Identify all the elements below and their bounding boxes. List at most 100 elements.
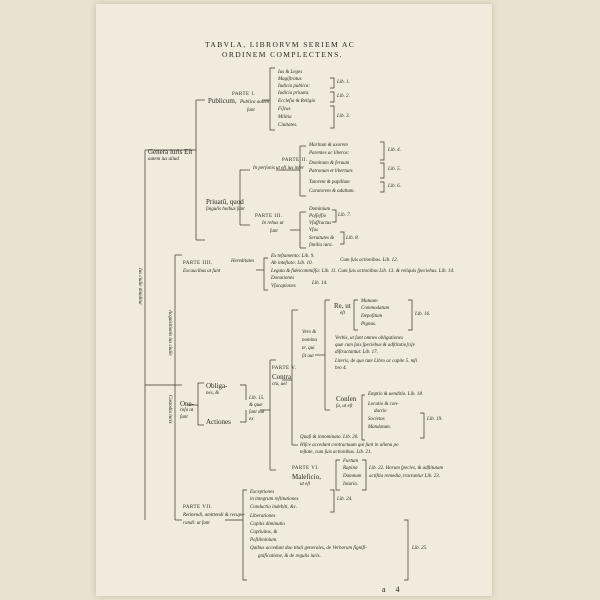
pars-7-item-5: Captiuitas, &: [250, 530, 278, 535]
folio-signature: a 4: [382, 585, 404, 594]
innominato-line-2: Hiſce accedunt contractuum qui ſunt in a…: [300, 443, 399, 448]
vertical-acquisitio: Acquisitionis ius ciuile: [167, 310, 172, 356]
pars-1-item-4: Eccleſia & Religio: [278, 99, 316, 104]
pars-4-item-0: Ex teſtamento: Lib. 9.: [271, 254, 315, 259]
pars-2-lib-6: Lib. 6.: [388, 184, 401, 189]
pars-3-item-0: Dominium: [309, 207, 331, 212]
pars-1-label: PARTE I.: [232, 92, 256, 97]
pars-7-lib-24: Lib. 24.: [337, 497, 353, 502]
pars-7-item-8: gnificatione, & de regulis iuris.: [258, 554, 321, 559]
pars-7-item-3: Liberationes: [250, 514, 276, 519]
pars-7-item-2: Conductio indebiti, &c.: [250, 505, 298, 510]
vertical-custodia: Custodia iuris: [167, 395, 172, 424]
maleficio-item-0: Furtum: [343, 459, 358, 464]
pars-7-label: PARTE VII.: [183, 505, 213, 510]
pars-4-item-2: Legata & fideicommiſſa: Lib. 11. Cum ſui…: [271, 269, 455, 274]
pars-3-item-5: ſimilia iura.: [309, 243, 333, 248]
pars-2-item-1: Parentes ac liberos:: [309, 151, 350, 156]
pars-7-retinendi-line-2: randi: ut ſunt: [183, 521, 210, 526]
consensu-line-2: ſu, ut eſt: [336, 404, 353, 409]
pars-1-item-3: Iudicia priuata.: [278, 91, 310, 96]
vero-line-3: te, qui: [302, 346, 315, 351]
pars-4-item-4: Vſucapiones: [271, 284, 296, 289]
consensu-line-1: Conſen: [336, 395, 357, 403]
onerosa-line-1: One-: [180, 400, 194, 408]
verbis-line-2: quæ cum ſuis ſpeciebus & adſtitutio[n]e: [335, 343, 415, 348]
maleficio-item-2: Damnum: [343, 474, 362, 479]
maleficio-item-1: Rapina: [343, 466, 358, 471]
literis-line-1: Literis, de quo tute Libro ac capite 5. …: [335, 359, 418, 364]
lib-16: Lib. 16.: [415, 312, 431, 317]
lib-22-line-1: Lib. 22. Horum ſpecies, & adſtitutam: [369, 466, 444, 471]
pars-4-lib-vsucap: Lib. 14.: [312, 281, 328, 286]
pars-3-lib-7: Lib. 7.: [338, 213, 351, 218]
pars-3-line-1: In rebus ut: [262, 221, 284, 226]
pars-4-text: Excaucibus ut ſunt: [183, 269, 221, 274]
pars-4-label: PARTE IIII.: [183, 261, 213, 266]
pars-7-lib-25: Lib. 25.: [412, 546, 428, 551]
contractu-line-1: Contra: [272, 373, 292, 381]
pars-7-retinendi-line-1: Retinendi, amittendi & recupe-: [183, 513, 246, 518]
actiones: Actiones: [206, 418, 231, 426]
pars-2-item-3: Patronum et libertum:: [309, 169, 354, 174]
consensu-item-2: ductio: [374, 409, 387, 414]
pars-1-item-7: Ciuitates.: [278, 123, 298, 128]
pars-4-item-3: Donationes: [271, 276, 295, 281]
pars-1-lib-3: Lib. 3.: [337, 114, 350, 119]
re-line-2: eſt: [340, 311, 345, 316]
pars-4-ex-testamento-suffix: Cum ſuis actionibus. Lib. 12.: [340, 258, 398, 263]
pars-3-item-1: Poſſeſſio: [309, 214, 327, 219]
header-line-2: ORDINEM COMPLECTENS.: [222, 50, 343, 59]
pars-3-item-2: Vſuſfructus: [309, 221, 332, 226]
pars-7-item-7: Quibus accedunt duo tituli generales, de…: [250, 546, 367, 551]
pars-2-lib-5: Lib. 5.: [388, 167, 401, 172]
pars-1-item-2: Iudicia publica:: [278, 84, 311, 89]
lib-15-line-2: & quæ: [249, 403, 263, 408]
consensu-item-3: Societas: [368, 417, 385, 422]
obligationes-line-1: Obliga-: [206, 382, 228, 390]
vertical-ius-civile: Ius ciuile diuiditur: [137, 268, 142, 306]
consensu-item-1: Locatio & con-: [368, 402, 399, 407]
privatum-line-1: Priuatū, quod: [206, 198, 244, 206]
pars-4-item-1: Ab inteſtato: Lib. 10.: [271, 261, 313, 266]
pars-1-sunt: ſunt: [247, 108, 255, 113]
pars-2-item-4: Tutorem & pupillum: [309, 180, 350, 185]
maleficio-item-3: Iniuria.: [343, 482, 359, 487]
lib-15-line-4: ex: [249, 417, 254, 422]
lib-19: Lib. 19.: [427, 417, 443, 422]
pars-3-lib-8: Lib. 8.: [346, 236, 359, 241]
pars-2-lib-4: Lib. 4.: [388, 148, 401, 153]
innominato-line-3: teſtate, cum ſuis actionibus. Lib. 21.: [300, 450, 372, 455]
lib-22-line-2: actiſtia remedia, tractantur Lib. 23.: [369, 474, 441, 479]
literis-line-2: bro 4.: [335, 366, 347, 371]
maleficio-line-2: ut eſt: [300, 482, 311, 487]
pars-2-item-2: Dominum & ſeruum: [309, 161, 350, 166]
re-line-1: Re, ut: [334, 302, 351, 310]
pars-1-lib-1: Lib. 1.: [337, 80, 350, 85]
consensu-item-4: Mandatum.: [368, 425, 391, 430]
pars-4-hereditates: Hereditates: [231, 259, 255, 264]
pars-1-item-5: Fiſcus: [278, 107, 291, 112]
pars-1-publicum: Publicum,: [208, 97, 237, 105]
pars-2-text: In perſonis ut eſt ius inter: [253, 166, 304, 171]
vero-line-4: ſit aut: [302, 354, 314, 359]
onerosa-line-3: ſunt: [180, 415, 188, 420]
pars-7-item-6: Poſtliminium.: [250, 538, 278, 543]
vero-line-2: nomina: [302, 338, 317, 343]
innominato-line-1: Quaſi & innominato. Lib. 20.: [300, 435, 359, 440]
pars-2-item-0: Maritum & uxorem: [309, 143, 348, 148]
re-item-1: Commodatum: [361, 306, 390, 311]
root-genera-line-1: Genera iuris Eſt: [148, 148, 193, 156]
vero-line-1: Vero &: [302, 330, 317, 335]
pars-5-label: PARTE V.: [272, 366, 297, 371]
pars-3-item-4: Seruitutes &: [309, 236, 335, 241]
pars-1-item-1: Magiſtratus: [278, 77, 302, 82]
verbis-line-1: Verbis, ut ſunt omnes obligationes: [335, 336, 403, 341]
pars-7-item-4: Capitis diminutio: [250, 522, 285, 527]
pars-1-item-0: Ius & Leges: [278, 70, 303, 75]
re-item-0: Mutuum: [361, 299, 378, 304]
verbis-line-3: diſtractantur. Lib. 17.: [335, 350, 378, 355]
pars-1-publicum-suffix: Publica autem: [240, 100, 270, 105]
